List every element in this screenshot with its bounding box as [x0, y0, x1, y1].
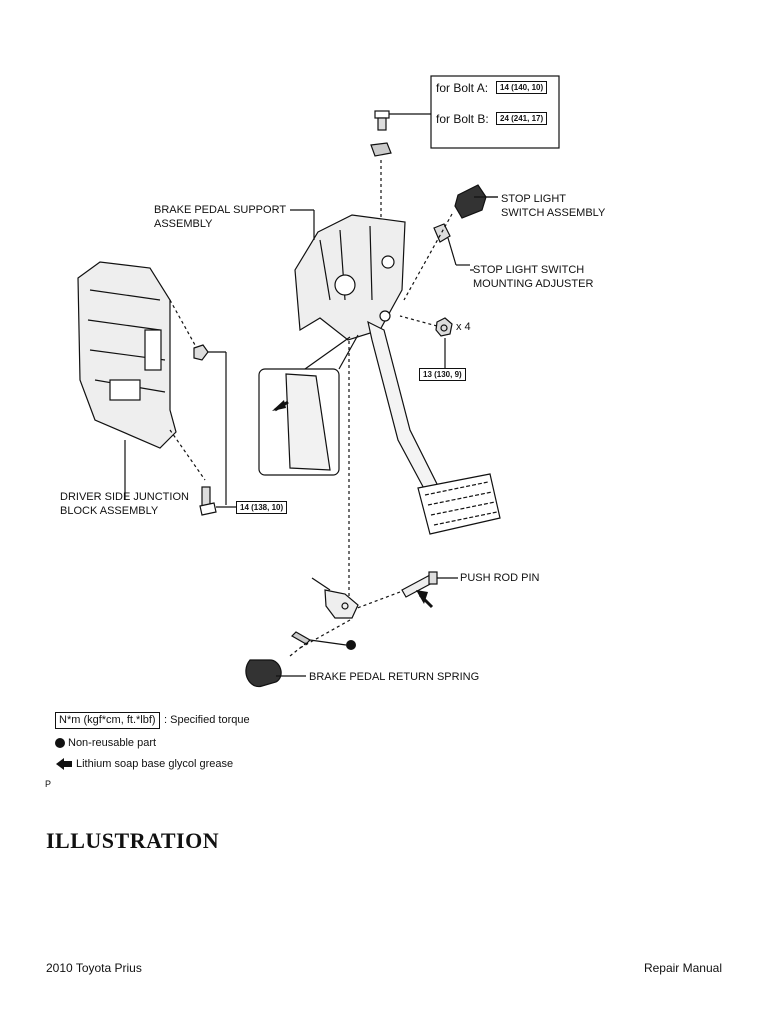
- torque-specification-box: [430, 75, 560, 149]
- label-stop-light-switch-line1: STOP LIGHT: [501, 193, 567, 205]
- detail-inset: [258, 334, 359, 476]
- page-heading: ILLUSTRATION: [46, 828, 220, 853]
- clip-nut: [370, 142, 392, 157]
- footer-left: 2010 Toyota Prius: [46, 961, 142, 975]
- figure-marker: P: [45, 779, 52, 789]
- nut-x4: [435, 317, 453, 368]
- brake-pedal-arm: [367, 320, 501, 535]
- label-brake-pedal-support-line1: BRAKE PEDAL SUPPORT: [154, 204, 287, 216]
- legend-torque-desc: : Specified torque: [164, 714, 250, 726]
- brake-pedal-exploded-diagram: [55, 75, 560, 770]
- push-rod-clevis: [311, 577, 359, 619]
- label-brake-pedal-support-line2: ASSEMBLY: [154, 218, 213, 230]
- stop-light-switch-adjuster: [433, 223, 470, 266]
- bolt-a-label: for Bolt A:: [436, 81, 489, 95]
- label-quantity: x 4: [456, 321, 471, 333]
- bolt-b-torque: 24 (241, 17): [496, 112, 548, 125]
- label-adjuster-line2: MOUNTING ADJUSTER: [473, 278, 594, 290]
- bolt-torque-box: 14 (138, 10): [236, 501, 288, 514]
- driver-side-junction-block: [77, 261, 177, 500]
- non-reusable-marker: [346, 640, 356, 650]
- legend-arrow-icon: [56, 758, 72, 770]
- legend-non-reusable: Non-reusable part: [68, 737, 157, 749]
- label-junction-block-line2: BLOCK ASSEMBLY: [60, 505, 159, 517]
- label-junction-block-line1: DRIVER SIDE JUNCTION: [60, 491, 189, 503]
- label-adjuster-line1: STOP LIGHT SWITCH: [473, 264, 585, 276]
- bolt-b-label: for Bolt B:: [436, 112, 489, 126]
- junction-nut: [193, 344, 209, 361]
- bolt-a-torque: 14 (140, 10): [496, 81, 548, 94]
- label-return-spring: BRAKE PEDAL RETURN SPRING: [309, 671, 480, 683]
- junction-bolt: [199, 486, 236, 516]
- clip: [291, 631, 311, 645]
- legend-dot-icon: [55, 738, 65, 748]
- footer-right: Repair Manual: [643, 961, 722, 975]
- nut-torque-box: 13 (130, 9): [419, 368, 466, 381]
- label-stop-light-switch-line2: SWITCH ASSEMBLY: [501, 207, 606, 219]
- brake-pedal-support-assembly: [290, 209, 406, 341]
- push-rod-pin: [401, 571, 458, 609]
- label-push-rod-pin: PUSH ROD PIN: [460, 572, 540, 584]
- legend-torque-unit: N*m (kgf*cm, ft.*lbf): [55, 712, 160, 729]
- legend-grease: Lithium soap base glycol grease: [76, 758, 234, 770]
- brake-pedal-return-spring: [245, 659, 306, 688]
- stop-light-switch: [454, 184, 498, 219]
- bolt-a: [374, 110, 431, 131]
